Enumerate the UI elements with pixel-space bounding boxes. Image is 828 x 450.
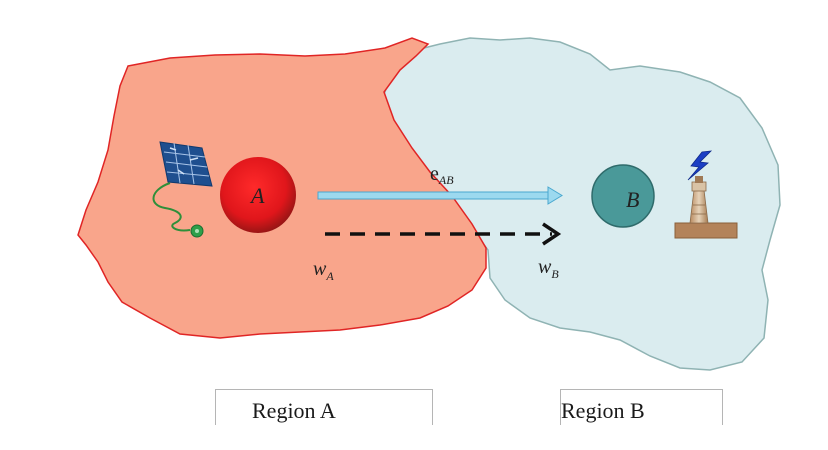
weight-a-label: wA (313, 258, 334, 283)
edge-label: eAB (430, 163, 454, 187)
node-b-label: B (626, 187, 639, 212)
power-plant-chimney-icon (674, 176, 738, 239)
solar-panel-icon (159, 141, 213, 187)
node-b (591, 164, 655, 228)
node-a-label: A (249, 183, 265, 208)
dashed-flow-arrow (325, 222, 562, 246)
region-a-label: Region A (215, 389, 433, 425)
lightning-icon (687, 150, 713, 181)
weight-b-label: wB (538, 256, 559, 281)
power-plug-icon (152, 182, 204, 238)
edge-arrow-ab (317, 186, 563, 205)
region-b-label: Region B (560, 389, 723, 425)
node-a (220, 157, 296, 233)
